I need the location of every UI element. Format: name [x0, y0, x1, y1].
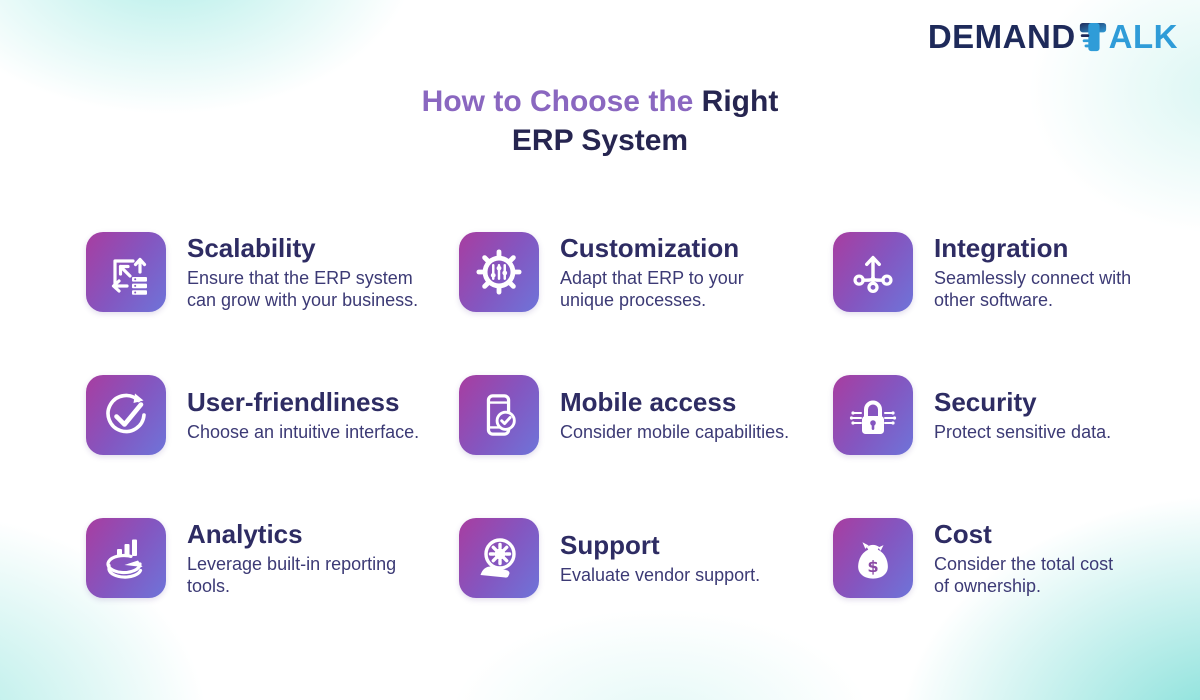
- customization-icon: [476, 249, 522, 295]
- page-title-purple-part: How to Choose the: [421, 85, 694, 118]
- card-icon-tile: [459, 375, 539, 455]
- card-icon-tile: [86, 232, 166, 312]
- card-description: Consider the total cost of ownership.: [934, 554, 1114, 596]
- card-text: Support Evaluate vendor support.: [560, 530, 760, 586]
- logo-text-alk: ALK: [1108, 18, 1178, 55]
- logo-t-icon: [1076, 21, 1109, 53]
- card-icon-tile: $: [833, 518, 913, 598]
- card-scalability: Scalability Ensure that the ERP system c…: [86, 232, 459, 312]
- card-text: Scalability Ensure that the ERP system c…: [187, 233, 418, 311]
- card-title: Support: [560, 530, 660, 560]
- card-icon-tile: [833, 375, 913, 455]
- card-description: Choose an intuitive interface.: [187, 422, 420, 442]
- cost-icon: $: [858, 542, 888, 579]
- cards-grid: Scalability Ensure that the ERP system c…: [86, 232, 1173, 598]
- card-user-friendliness: User-friendliness Choose an intuitive in…: [86, 375, 459, 455]
- logo-text-demand: DEMAND: [927, 18, 1076, 55]
- card-description: Consider mobile capabilities.: [560, 422, 790, 442]
- card-text: User-friendliness Choose an intuitive in…: [187, 387, 419, 443]
- card-analytics: Analytics Leverage built-in reporting to…: [86, 518, 459, 598]
- support-icon: [480, 538, 516, 578]
- page-title-line1: How to Choose the Right: [0, 82, 1200, 121]
- card-icon-tile: [459, 232, 539, 312]
- mobile-access-icon: [486, 394, 516, 436]
- card-icon-tile: [86, 518, 166, 598]
- card-title: Cost: [934, 519, 992, 549]
- card-mobile-access: Mobile access Consider mobile capabiliti…: [459, 375, 833, 455]
- card-text: Security Protect sensitive data.: [934, 387, 1111, 443]
- card-text: Analytics Leverage built-in reporting to…: [187, 519, 396, 597]
- card-icon-tile: [86, 375, 166, 455]
- brand-logo: DEMAND ALK: [928, 20, 1178, 53]
- page-title-line2: ERP System: [511, 124, 689, 157]
- card-description: Protect sensitive data.: [934, 422, 1112, 442]
- card-text: Customization Adapt that ERP to your uni…: [560, 233, 744, 311]
- card-support: Support Evaluate vendor support.: [459, 518, 833, 598]
- card-description: Ensure that the ERP system can grow with…: [187, 268, 419, 310]
- card-text: Integration Seamlessly connect with othe…: [934, 233, 1131, 311]
- card-title: Integration: [934, 233, 1069, 263]
- card-title: Customization: [560, 233, 740, 263]
- card-text: Cost Consider the total cost of ownershi…: [934, 519, 1113, 597]
- card-icon-tile: [459, 518, 539, 598]
- card-security: Security Protect sensitive data.: [833, 375, 1173, 455]
- svg-text:$: $: [867, 557, 878, 576]
- card-description: Leverage built-in reporting tools.: [187, 554, 397, 596]
- card-title: Mobile access: [560, 387, 737, 417]
- card-description: Evaluate vendor support.: [560, 565, 761, 585]
- card-title: User-friendliness: [187, 387, 400, 417]
- card-integration: Integration Seamlessly connect with othe…: [833, 232, 1173, 312]
- card-title: Security: [934, 387, 1037, 417]
- card-cost: $ Cost Consider the total cost of owners…: [833, 518, 1173, 598]
- page-title-dark-part: Right: [693, 85, 779, 118]
- integration-icon: [853, 255, 893, 293]
- card-icon-tile: [833, 232, 913, 312]
- card-customization: Customization Adapt that ERP to your uni…: [459, 232, 833, 312]
- user-friendliness-icon: [106, 393, 146, 434]
- scalability-icon: [111, 257, 147, 295]
- card-title: Analytics: [187, 519, 303, 549]
- page-title: How to Choose the Right ERP System: [0, 82, 1200, 160]
- card-text: Mobile access Consider mobile capabiliti…: [560, 387, 789, 443]
- analytics-icon: [106, 539, 143, 579]
- card-title: Scalability: [187, 233, 316, 263]
- security-icon: [849, 400, 897, 434]
- card-description: Adapt that ERP to your unique processes.: [560, 268, 744, 310]
- card-description: Seamlessly connect with other software.: [934, 268, 1132, 310]
